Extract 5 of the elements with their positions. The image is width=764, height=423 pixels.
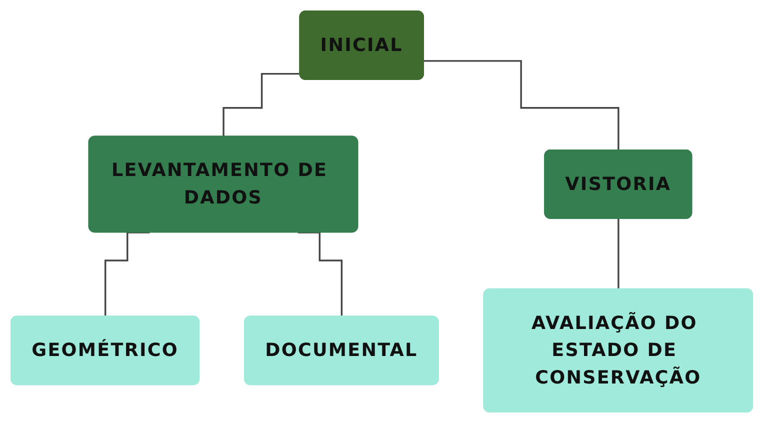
connector xyxy=(222,72,301,138)
connector xyxy=(424,60,620,152)
connector xyxy=(618,218,620,290)
connector xyxy=(298,232,343,318)
connector xyxy=(104,232,150,318)
